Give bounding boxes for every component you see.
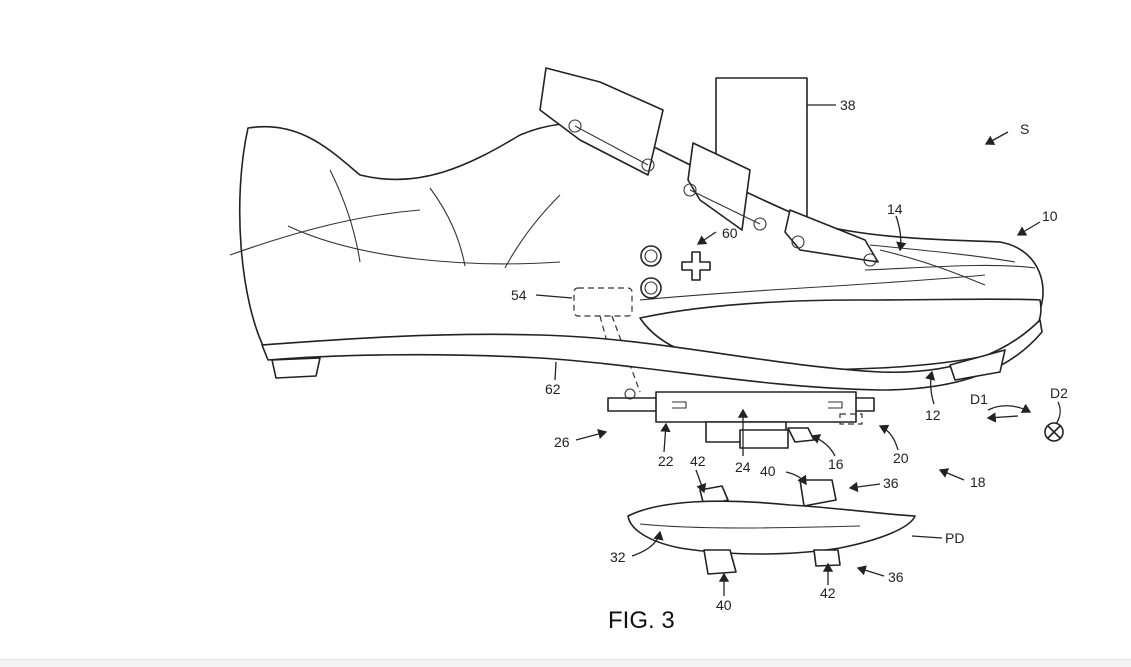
d2-symbol [1044, 422, 1064, 442]
strap-3 [784, 209, 879, 267]
label-62: 62 [545, 381, 561, 397]
label-20: 20 [893, 450, 909, 466]
label-32: 32 [610, 549, 626, 565]
label-12: 12 [925, 407, 941, 423]
strap-1 [539, 67, 664, 176]
label-54: 54 [511, 287, 527, 303]
leader-lines [535, 104, 1061, 596]
label-40-top: 40 [760, 463, 776, 479]
label-24: 24 [735, 459, 751, 475]
label-26: 26 [554, 434, 570, 450]
label-14: 14 [887, 201, 903, 217]
label-18: 18 [970, 474, 986, 490]
label-42-bottom: 42 [820, 585, 836, 601]
label-10: 10 [1042, 208, 1058, 224]
sole-12 [261, 319, 1043, 391]
cleat-assembly [607, 388, 875, 449]
label-60: 60 [722, 225, 738, 241]
label-42-top: 42 [690, 453, 706, 469]
page-footer-strip [0, 659, 1131, 667]
figure-caption: FIG. 3 [608, 607, 675, 634]
control-buttons-60 [640, 245, 711, 299]
label-D1: D1 [970, 391, 988, 407]
strap-2 [683, 142, 767, 231]
label-36-top: 36 [883, 475, 899, 491]
label-22: 22 [658, 453, 674, 469]
label-40-bottom: 40 [716, 597, 732, 613]
label-D2: D2 [1050, 385, 1068, 401]
label-36-bottom: 36 [888, 569, 904, 585]
label-16: 16 [828, 456, 844, 472]
label-38: 38 [840, 97, 856, 113]
label-S: S [1020, 121, 1029, 137]
label-PD: PD [945, 530, 964, 546]
pedal-PD [627, 479, 916, 575]
shoe-upper [229, 122, 1044, 371]
